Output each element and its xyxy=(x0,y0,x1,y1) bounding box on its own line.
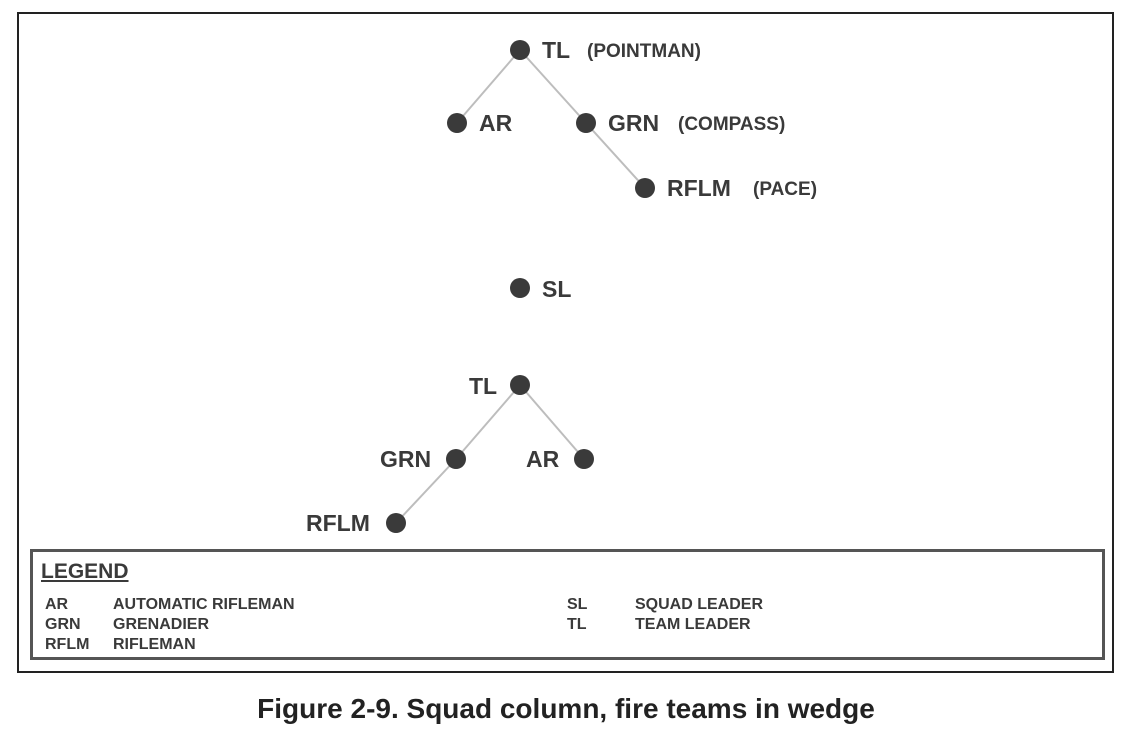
legend-abbr: GRN xyxy=(45,616,81,633)
legend-abbr: TL xyxy=(567,616,587,633)
node-rflm2-label: RFLM xyxy=(306,510,370,536)
node-sl-dot xyxy=(510,278,530,298)
node-grn1-dot xyxy=(576,113,596,133)
node-grn1-label: GRN xyxy=(608,110,660,136)
node-tl1-sub: (POINTMAN) xyxy=(587,41,701,62)
node-grn2-dot xyxy=(446,449,466,469)
legend-abbr: AR xyxy=(45,596,69,613)
edge-tl2-ar2 xyxy=(519,384,585,460)
legend-desc: TEAM LEADER xyxy=(635,616,751,633)
node-ar1-label: AR xyxy=(479,110,513,136)
edge-grn1-rflm1 xyxy=(585,122,646,189)
node-tl2-dot xyxy=(510,375,530,395)
node-tl1-dot xyxy=(510,40,530,60)
node-rflm1-label: RFLM xyxy=(667,175,731,201)
edge-tl1-ar1 xyxy=(456,49,521,124)
node-tl2-label: TL xyxy=(469,373,498,399)
node-rflm1-dot xyxy=(635,178,655,198)
legend-title: LEGEND xyxy=(41,560,129,583)
node-ar1-dot xyxy=(447,113,467,133)
legend-desc: GRENADIER xyxy=(113,616,210,633)
node-tl1-label: TL xyxy=(542,37,571,63)
legend-abbr: SL xyxy=(567,596,588,613)
formation-diagram xyxy=(395,49,646,524)
legend-desc: AUTOMATIC RIFLEMAN xyxy=(113,596,295,613)
legend-desc: RIFLEMAN xyxy=(113,636,196,653)
edge-tl1-grn1 xyxy=(519,49,587,124)
node-ar2-label: AR xyxy=(526,446,560,472)
legend-abbr: RFLM xyxy=(45,636,90,653)
edge-tl2-grn2 xyxy=(455,384,521,460)
node-rflm1-sub: (PACE) xyxy=(753,179,818,200)
edge-grn2-rflm2 xyxy=(395,458,457,524)
node-grn1-sub: (COMPASS) xyxy=(678,114,786,135)
diagram-frame xyxy=(17,12,1114,673)
node-grn2-label: GRN xyxy=(380,446,432,472)
node-ar2-dot xyxy=(574,449,594,469)
legend-box: LEGEND AR AUTOMATIC RIFLEMAN GRN GRENADI… xyxy=(30,549,1105,660)
legend-desc: SQUAD LEADER xyxy=(635,596,764,613)
node-sl-label: SL xyxy=(542,276,572,302)
figure-caption: Figure 2-9. Squad column, fire teams in … xyxy=(257,693,875,724)
node-rflm2-dot xyxy=(386,513,406,533)
